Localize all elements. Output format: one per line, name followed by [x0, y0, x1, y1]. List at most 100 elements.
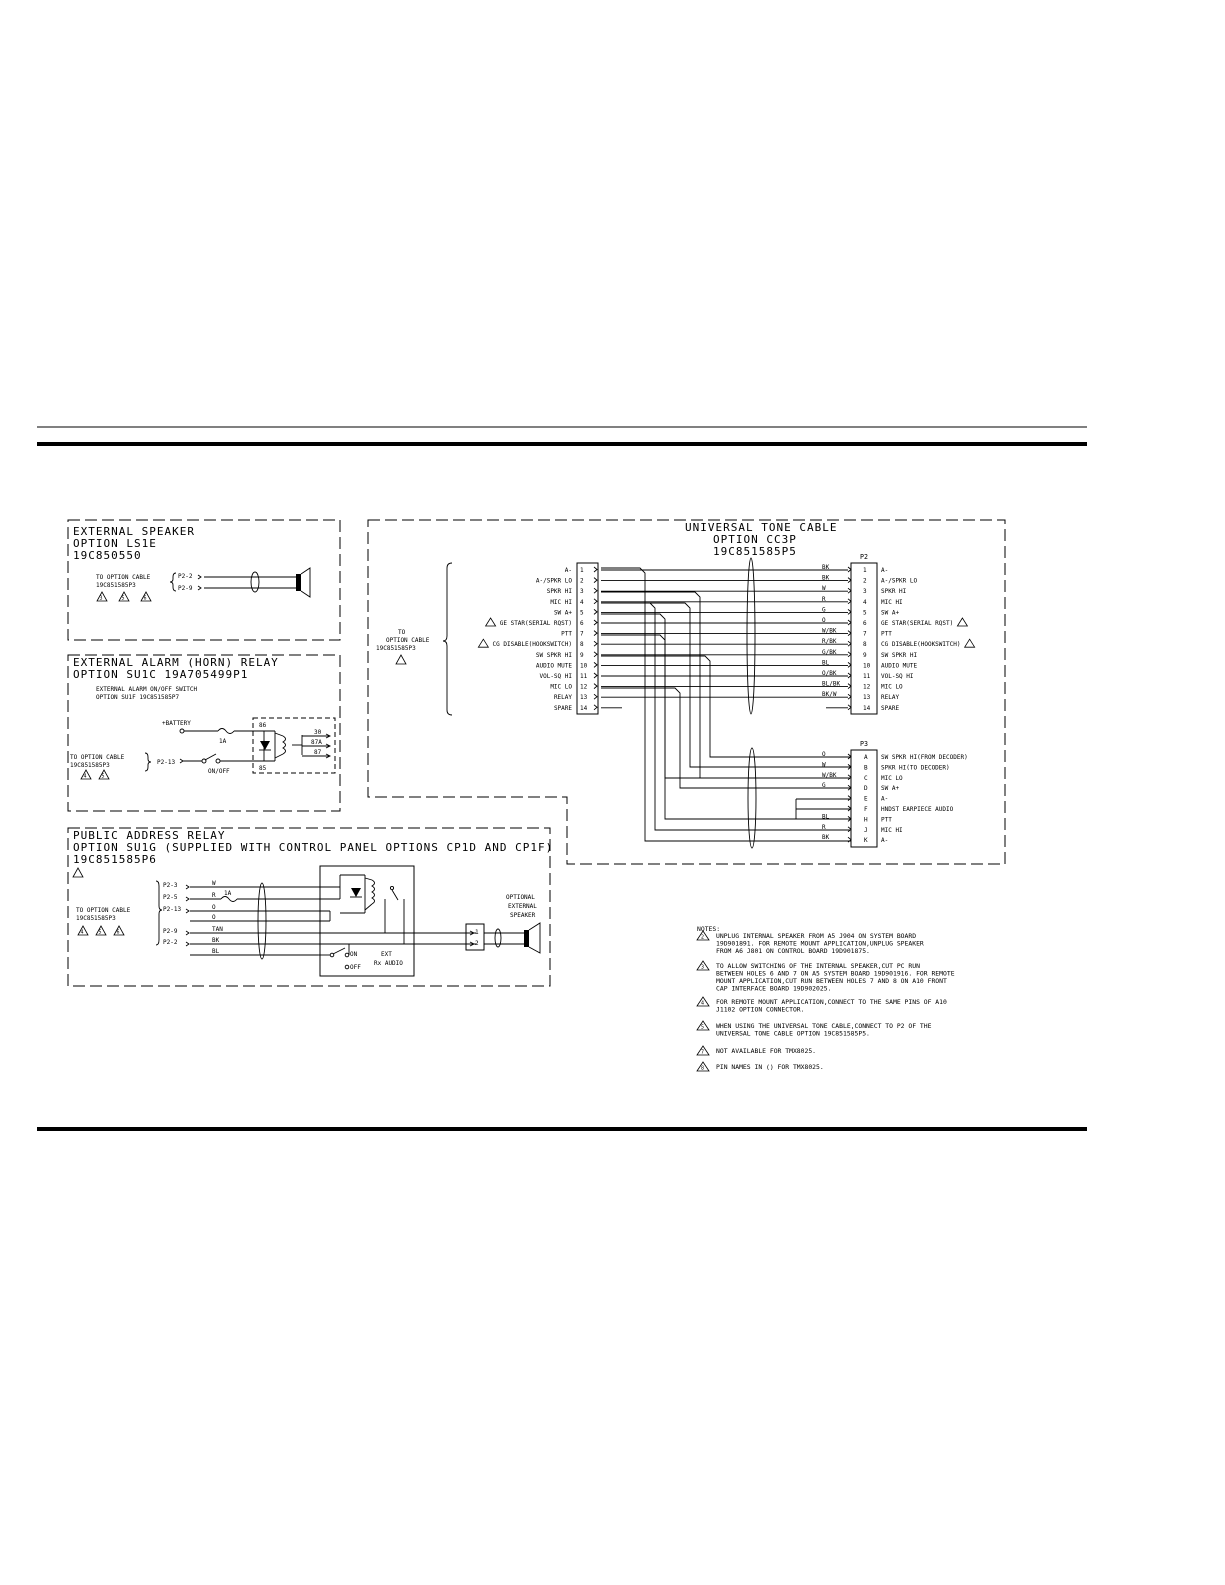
p1-pin-label: A-/SPKR LO — [536, 578, 573, 585]
su1c-coil-icon — [282, 735, 286, 755]
su1g-ext-1: EXT — [381, 951, 392, 958]
p3-pin-letter: K — [864, 837, 868, 844]
p3-pin-label: SW A+ — [881, 785, 899, 792]
p2-wire-color: BK/W — [822, 691, 837, 698]
p2-wire-color: BL/BK — [822, 681, 840, 688]
p3-pin-letter: B — [864, 764, 868, 771]
p3-wire-color: BK — [822, 834, 830, 841]
ls1e-pin-2: P2-9 — [178, 585, 193, 592]
p3-pin-letter: J — [864, 827, 868, 834]
su1g-relay-box — [319, 865, 415, 977]
su1g-speaker-icon — [524, 930, 529, 947]
p1-connector — [576, 562, 599, 715]
svg-text:4: 4 — [84, 774, 87, 780]
p2-pin-number: 5 — [863, 609, 867, 616]
p2-wire-color: G — [822, 606, 826, 613]
su1g-cable-2: 19C851585P3 — [76, 915, 116, 922]
p2-connector — [850, 562, 878, 715]
p3-pin-letter: A — [864, 754, 868, 761]
ls1e-title-3: 19C850550 — [73, 549, 142, 562]
p1-pin-number: 2 — [580, 578, 584, 585]
p1-pin-label: VOL-SQ HI — [539, 673, 572, 680]
p2-pin-label: MIC HI — [881, 599, 903, 606]
p3-pin-letter: H — [864, 816, 868, 823]
su1c-fuse: 1A — [219, 738, 227, 745]
su1g-note-icons: 4 5 6 — [77, 925, 125, 936]
svg-text:P2-13: P2-13 — [163, 906, 181, 913]
note-line: TO ALLOW SWITCHING OF THE INTERNAL SPEAK… — [716, 962, 920, 970]
cc3p-panel: UNIVERSAL TONE CABLE OPTION CC3P 19C8515… — [367, 519, 1006, 865]
su1g-coil-icon — [371, 879, 375, 905]
p2-wire-color: R — [822, 596, 826, 603]
p3-pin-label: SPKR HI(TO DECODER) — [881, 764, 950, 771]
cc3p-title-3: 19C851585P5 — [713, 545, 797, 558]
p2-wire-color: G/BK — [822, 649, 837, 656]
p1-pin-number: 13 — [580, 694, 588, 701]
svg-text:O: O — [212, 914, 216, 921]
ls1e-pin-1: P2-2 — [178, 573, 193, 580]
su1g-border — [67, 827, 551, 987]
p1-pin-number: 9 — [580, 652, 584, 659]
p1-pin-number: 1 — [580, 567, 584, 574]
p2-pin-number: 1 — [863, 567, 867, 574]
svg-text:BL: BL — [212, 948, 220, 955]
p2-pin-number: 2 — [863, 578, 867, 585]
note-line: FROM A6 J801 ON CONTROL BOARD 19D901875. — [716, 947, 870, 955]
p1-pin-label: SW A+ — [554, 609, 572, 616]
su1g-on: ON — [350, 951, 358, 958]
p3-pin-label: A- — [881, 796, 888, 803]
p1-pin-number: 14 — [580, 705, 588, 712]
note-line: J1102 OPTION CONNECTOR. — [716, 1006, 805, 1014]
su1c-title-2: OPTION SU1C 19A705499P1 — [73, 668, 248, 681]
note-line: NOT AVAILABLE FOR TMX8025. — [716, 1047, 816, 1055]
svg-text:R: R — [212, 892, 216, 899]
p2-pin-label: CG DISABLE(HOOKSWITCH) — [881, 641, 960, 648]
p2-pin-label: AUDIO MUTE — [881, 662, 918, 669]
ls1e-cable-2: 19C851585P3 — [96, 582, 136, 589]
su1c-panel: EXTERNAL ALARM (HORN) RELAY OPTION SU1C … — [67, 654, 341, 812]
p3-pin-letter: F — [864, 806, 868, 813]
ls1e-speaker-icon — [296, 574, 301, 591]
note-line: CAP INTERFACE BOARD 19D902025. — [716, 985, 831, 993]
cc3p-to-2: OPTION CABLE — [386, 637, 430, 644]
p3-pin-label: SW SPKR HI(FROM DECODER) — [881, 754, 968, 761]
svg-text:86: 86 — [259, 722, 267, 729]
su1c-switch-2: OPTION SU1F 19C851585P7 — [96, 694, 179, 701]
note-number: 3 — [701, 965, 704, 971]
su1g-diode-icon — [351, 888, 361, 897]
svg-text:4: 4 — [81, 930, 84, 936]
svg-text:5: 5 — [99, 930, 102, 936]
svg-text:P2-3: P2-3 — [163, 882, 178, 889]
su1g-title-3: 19C851585P6 — [73, 853, 157, 866]
svg-text:5: 5 — [102, 774, 105, 780]
note-line: WHEN USING THE UNIVERSAL TONE CABLE,CONN… — [716, 1022, 932, 1030]
svg-text:W: W — [212, 880, 216, 887]
svg-text:30: 30 — [314, 729, 322, 736]
p1-pin-label: A- — [565, 567, 572, 574]
svg-text:6: 6 — [117, 930, 120, 936]
su1c-battery: +BATTERY — [162, 720, 191, 727]
su1g-speaker-3: SPEAKER — [510, 912, 536, 919]
p2-pin-number: 11 — [863, 673, 871, 680]
svg-text:TAN: TAN — [212, 926, 223, 933]
note-line: UNIVERSAL TONE CABLE OPTION 19C851585P5. — [716, 1030, 870, 1038]
p2-pin-number: 6 — [863, 620, 867, 627]
p2-pin-label: MIC LO — [881, 684, 903, 691]
p2-pin-number: 13 — [863, 694, 871, 701]
cc3p-to-3: 19C851585P3 — [376, 645, 416, 652]
p1-pin-number: 4 — [580, 599, 584, 606]
p2-wire-color: O — [822, 617, 826, 624]
p2-pin-number: 8 — [863, 641, 867, 648]
note-number: 8 — [701, 1066, 704, 1072]
p2-label: P2 — [860, 553, 868, 561]
svg-text:1: 1 — [475, 929, 479, 936]
p1-pin-number: 11 — [580, 673, 588, 680]
su1g-jack — [465, 923, 485, 951]
cc3p-routed-wires — [601, 567, 851, 842]
note-line: 19D901891. FOR REMOTE MOUNT APPLICATION,… — [716, 940, 924, 948]
p1-pin-label: GE STAR(SERIAL RQST) — [500, 620, 572, 627]
p1-pin-number: 7 — [580, 631, 584, 638]
ls1e-title-1: EXTERNAL SPEAKER — [73, 525, 195, 538]
p1-pin-label: PTT — [561, 631, 572, 638]
p2-wire-color: BK — [822, 575, 830, 582]
